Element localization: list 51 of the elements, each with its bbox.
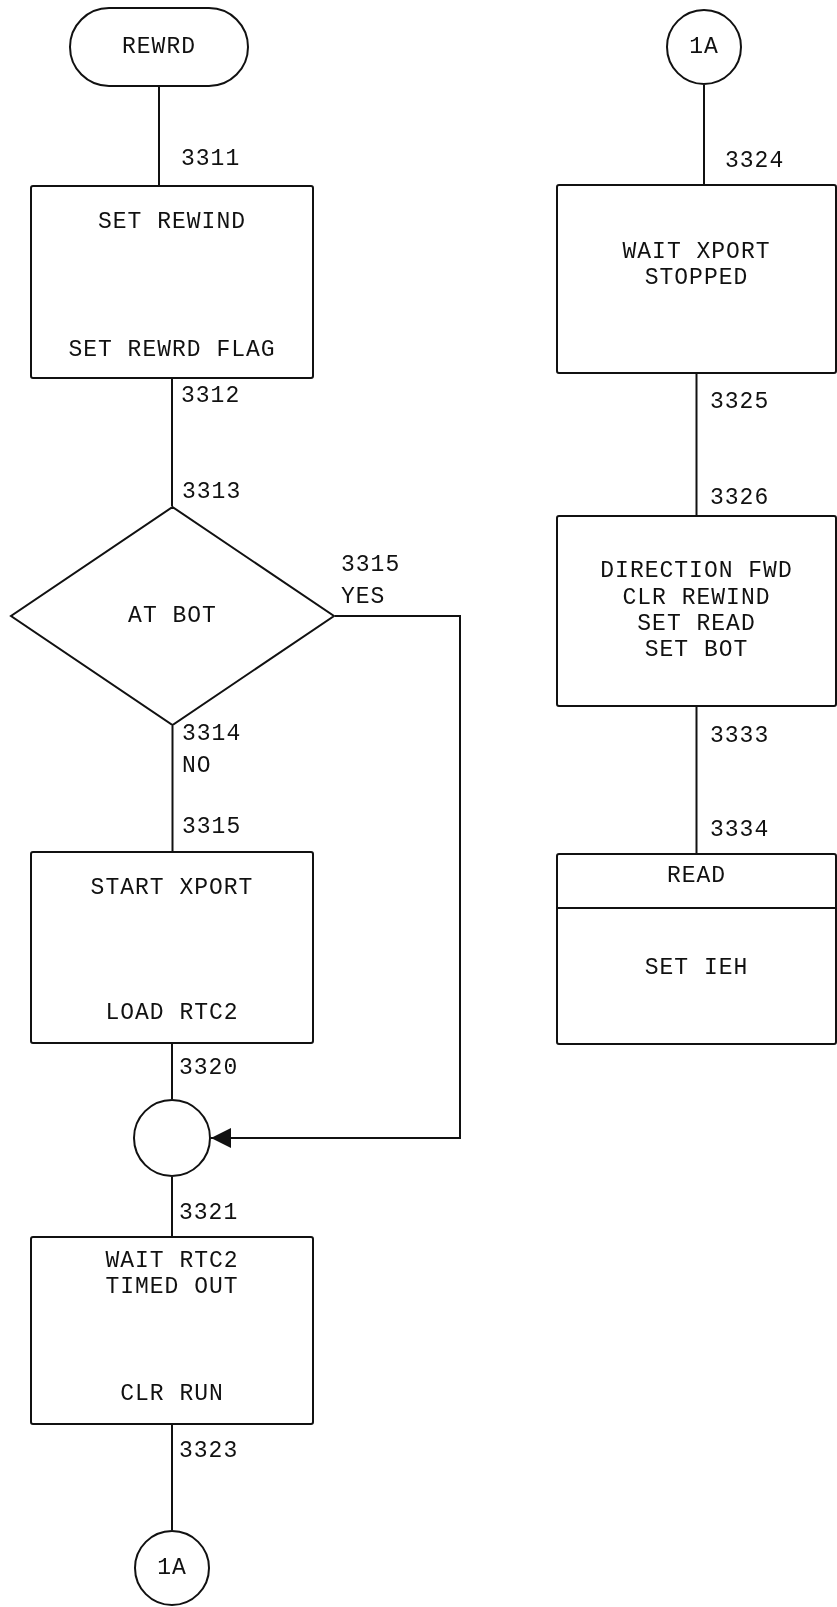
step-number: 3315 <box>341 554 401 577</box>
step-number: 3323 <box>179 1440 239 1463</box>
step-number: 3313 <box>182 481 242 504</box>
step-text: CLR RUN <box>119 1380 225 1407</box>
step-text: START XPORT <box>90 875 254 902</box>
step-text: 1A <box>689 33 719 61</box>
step-text: SET BOT <box>644 637 749 664</box>
connector-circle <box>133 1099 211 1177</box>
step-number: 3321 <box>179 1202 239 1225</box>
step-text: REWRD <box>122 33 196 61</box>
step-text: LOAD RTC2 <box>105 999 239 1026</box>
step-text: SET REWIND <box>98 209 246 236</box>
flow-line <box>158 86 160 186</box>
flow-line <box>695 706 698 854</box>
step-text: CLR REWIND <box>622 584 771 611</box>
step-text: SET IEH <box>644 954 749 981</box>
process-box <box>30 185 314 379</box>
process-box <box>556 515 837 707</box>
step-number: 3326 <box>710 487 770 510</box>
process-box <box>30 851 314 1044</box>
step-text: AT BOT <box>128 602 217 630</box>
flow-line <box>171 1043 173 1100</box>
step-number: 3325 <box>710 391 770 414</box>
step-number: 3315 <box>182 816 242 839</box>
step-number: 3333 <box>710 725 770 748</box>
step-text: SET REWRD FLAG <box>68 336 276 363</box>
step-number: 3320 <box>179 1057 239 1080</box>
process-box <box>556 184 837 374</box>
connector-circle <box>666 9 742 85</box>
process-box <box>556 853 837 1045</box>
flow-line <box>171 725 174 852</box>
step-number: 3311 <box>181 148 241 171</box>
flow-line <box>171 378 173 507</box>
flow-line <box>695 373 698 516</box>
flow-line <box>210 615 461 1148</box>
step-text: WAIT RTC2 TIMED OUT <box>104 1248 240 1301</box>
process-box <box>30 1236 314 1425</box>
step-text: 1A <box>157 1554 187 1582</box>
step-number: 3334 <box>710 819 770 842</box>
step-text: WAIT XPORT STOPPED <box>621 238 772 292</box>
connector-circle <box>134 1530 210 1606</box>
flow-line <box>703 84 705 185</box>
step-number: 3314 <box>182 723 242 746</box>
decision-diamond <box>10 506 335 726</box>
step-text: DIRECTION FWD <box>600 558 793 585</box>
step-text: READ <box>666 863 727 890</box>
step-text: SET READ <box>637 611 756 638</box>
step-number: 3324 <box>725 150 785 173</box>
flow-line <box>171 1176 173 1237</box>
flow-line <box>171 1424 173 1531</box>
step-number: 3312 <box>181 385 241 408</box>
